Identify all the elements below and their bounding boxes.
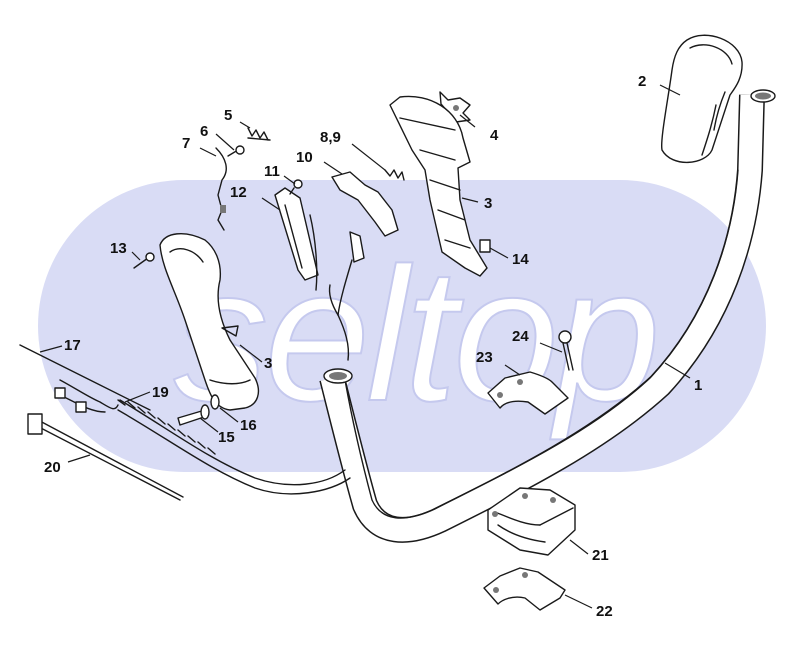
callout-4: 4 — [490, 127, 499, 144]
small-spring — [247, 127, 271, 141]
callout-13: 13 — [110, 240, 127, 257]
callout-6: 6 — [200, 123, 208, 140]
clamp-block — [487, 487, 576, 556]
callout-24: 24 — [512, 328, 529, 345]
spring-wire — [215, 147, 227, 231]
grip — [660, 34, 743, 164]
cable-tie — [27, 413, 184, 501]
callout-12: 12 — [230, 184, 247, 201]
spring-8-9 — [384, 169, 405, 181]
callout-10: 10 — [296, 149, 313, 166]
throttle-cable — [19, 344, 351, 495]
callout-7: 7 — [182, 135, 190, 152]
callout-5: 5 — [224, 107, 232, 124]
upper-handle-half — [389, 95, 488, 277]
nut-14 — [479, 239, 491, 253]
screw-15 — [177, 404, 210, 426]
callout-17: 17 — [64, 337, 81, 354]
callout-22: 22 — [596, 603, 613, 620]
trigger — [331, 171, 399, 237]
callout-2: 2 — [638, 73, 646, 90]
callout-15: 15 — [218, 429, 235, 446]
leader-lines — [39, 84, 691, 609]
callout-labels: 1 2 3 3 4 5 6 7 8,9 10 11 12 13 14 15 16… — [44, 73, 702, 620]
callout-23: 23 — [476, 349, 493, 366]
callout-21: 21 — [592, 547, 609, 564]
callout-3b: 3 — [484, 195, 492, 212]
switch-connector — [309, 214, 365, 361]
clamp-lower — [483, 567, 566, 611]
watermark-text: seltop — [173, 229, 656, 441]
callout-3a: 3 — [264, 355, 272, 372]
callout-20: 20 — [44, 459, 61, 476]
washer-16 — [210, 394, 220, 410]
clamp-upper — [487, 371, 569, 415]
callout-14: 14 — [512, 251, 529, 268]
callout-1: 1 — [694, 377, 702, 394]
callout-11: 11 — [264, 163, 280, 180]
screw-6 — [227, 145, 245, 157]
lever — [274, 187, 319, 281]
callout-16: 16 — [240, 417, 257, 434]
callout-19: 19 — [152, 384, 169, 401]
callout-8-9: 8,9 — [320, 129, 341, 146]
screw-13 — [133, 252, 155, 269]
bolt-24 — [558, 330, 574, 371]
lower-handle-half — [159, 233, 260, 411]
handlebar-tube — [319, 89, 776, 543]
